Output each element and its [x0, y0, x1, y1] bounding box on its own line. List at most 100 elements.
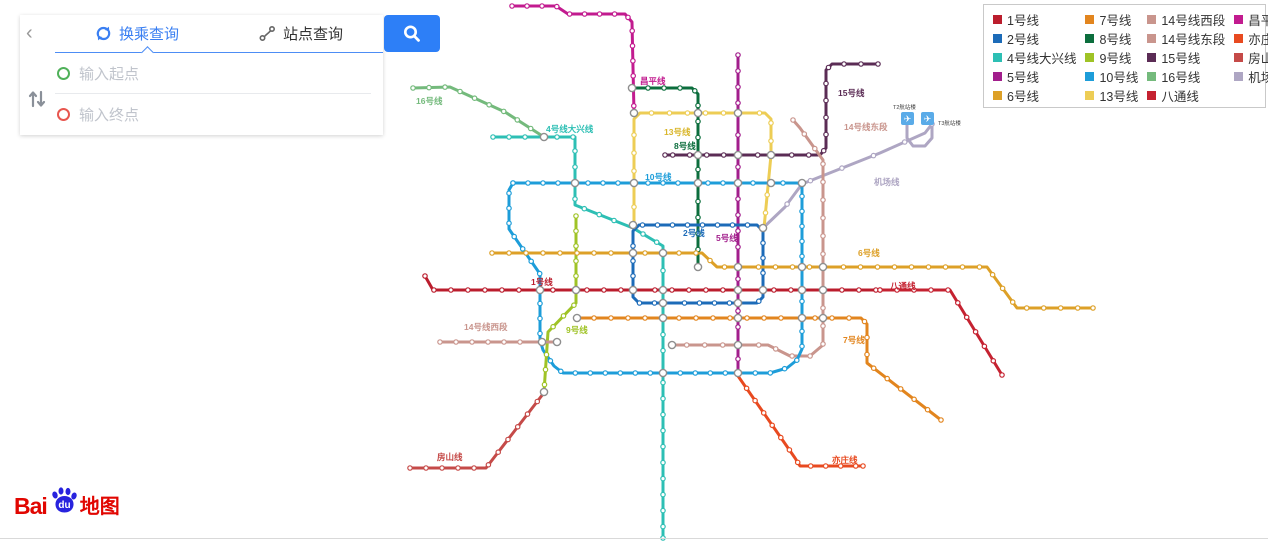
station-dot: [675, 180, 681, 186]
station-dot: [642, 250, 648, 256]
airport-terminal-icon: [901, 112, 914, 125]
tab-station-query[interactable]: 站点查询: [219, 15, 383, 52]
legend-item: 13号线: [1085, 86, 1138, 105]
station-dot: [811, 145, 818, 152]
interchange-station: [658, 368, 668, 378]
metro-line-changping: [510, 4, 636, 115]
interchange-station: [693, 262, 703, 272]
search-icon: [404, 25, 420, 42]
station-dot: [820, 179, 826, 185]
station-dot: [972, 328, 979, 335]
station-dot: [789, 264, 796, 270]
station-dot: [542, 366, 549, 373]
station-dot: [760, 270, 766, 276]
station-dot: [541, 381, 548, 388]
station-dot: [572, 164, 578, 170]
legend-line-label: 14号线东段: [1161, 33, 1226, 47]
station-dot: [735, 68, 741, 74]
station-dot: [693, 315, 699, 321]
station-dot: [822, 463, 829, 469]
station-dot: [692, 370, 699, 376]
interchange-station: [537, 337, 547, 347]
legend-item: 5号线: [993, 67, 1076, 86]
station-dot: [754, 152, 761, 158]
station-dot: [911, 396, 917, 403]
legend-item: 15号线: [1147, 48, 1225, 67]
station-dot: [735, 100, 741, 106]
interchange-station: [733, 340, 743, 350]
swap-start-end-icon[interactable]: [25, 87, 49, 111]
start-point-icon: [57, 66, 70, 80]
station-dot: [636, 300, 643, 306]
station-dot: [422, 273, 428, 279]
station-dot: [707, 257, 713, 264]
station-dot: [570, 134, 576, 140]
legend-line-label: 7号线: [1099, 14, 1132, 28]
station-dot: [537, 330, 543, 337]
station-dot: [514, 423, 521, 430]
legend-line-label: 4号线大兴线: [1007, 52, 1077, 66]
station-dot: [938, 417, 944, 423]
station-dot: [726, 300, 733, 306]
station-dot: [777, 434, 784, 441]
station-dot: [735, 52, 741, 58]
interchange-station: [693, 108, 703, 118]
station-dot: [630, 273, 636, 279]
transfer-refresh-icon: [95, 25, 112, 42]
station-dot: [764, 192, 771, 198]
station-dot: [660, 267, 666, 274]
station-dot: [645, 85, 651, 91]
logo-bai-text: Bai: [14, 493, 48, 519]
station-dot: [630, 58, 636, 64]
station-dot: [660, 535, 666, 541]
metro-line-yizhuang: [736, 374, 865, 468]
station-dot: [506, 190, 512, 197]
tab-transfer-query[interactable]: 换乘查询: [55, 15, 219, 52]
station-dot: [861, 318, 868, 325]
terminal-label: T3航站楼: [938, 119, 961, 127]
station-dot: [506, 134, 512, 140]
station-dot: [510, 180, 516, 186]
station-dot: [581, 11, 588, 17]
station-dot: [720, 152, 727, 158]
station-dot: [769, 422, 776, 429]
station-dot: [780, 180, 786, 186]
station-dot: [856, 287, 862, 293]
station-dot: [686, 287, 692, 293]
station-dot: [519, 246, 526, 252]
station-dot: [695, 118, 701, 125]
station-dot: [760, 240, 766, 246]
station-dot: [735, 164, 741, 170]
start-input[interactable]: 输入起点: [55, 53, 383, 93]
station-dot: [1009, 299, 1016, 305]
station-dot: [784, 201, 790, 207]
station-dot: [959, 264, 966, 270]
back-chevron-icon[interactable]: ‹: [26, 22, 33, 44]
station-dot: [695, 102, 701, 109]
station-dot: [812, 315, 818, 321]
station-dot: [981, 343, 988, 350]
station-dot: [762, 210, 769, 216]
station-dot: [1074, 305, 1081, 311]
end-input[interactable]: 输入终点: [55, 94, 383, 134]
interchange-station: [552, 337, 562, 347]
line-label: 8号线: [674, 141, 696, 151]
legend-line-label: 亦庄线: [1248, 33, 1268, 47]
legend-item: 八通线: [1147, 86, 1225, 105]
interchange-station: [667, 340, 677, 350]
line-label: 6号线: [858, 248, 880, 258]
station-dot: [735, 212, 741, 218]
interchange-station: [733, 262, 743, 272]
line-label: 14号线西段: [464, 322, 508, 332]
station-dot: [807, 177, 814, 184]
station-dot: [485, 461, 492, 468]
station-dot: [790, 117, 796, 123]
station-dot: [789, 353, 795, 359]
station-dot: [601, 287, 607, 293]
bottom-divider: [0, 538, 1268, 539]
legend-item: 2号线: [993, 29, 1076, 48]
station-dot: [591, 250, 597, 256]
search-button[interactable]: [384, 15, 440, 52]
station-dot: [524, 3, 530, 9]
